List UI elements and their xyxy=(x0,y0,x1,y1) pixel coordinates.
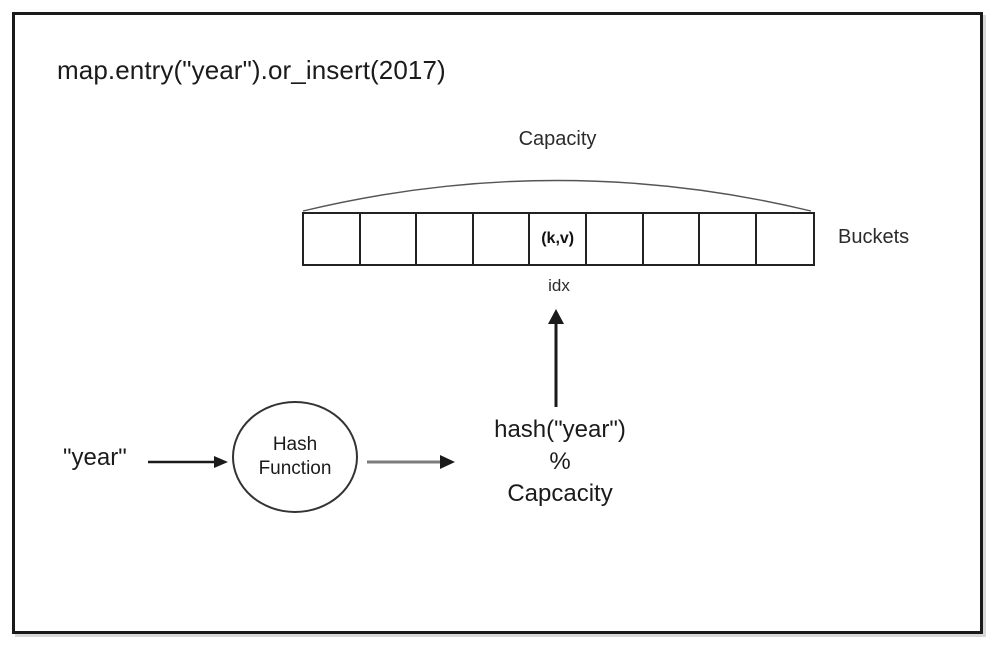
index-formula-line1: hash("year") xyxy=(494,416,626,443)
index-formula: hash("year") % Capcacity xyxy=(440,414,680,510)
input-key-label: "year" xyxy=(63,444,127,471)
hash-function-line1: Hash xyxy=(272,434,318,455)
idx-label: idx xyxy=(548,276,570,295)
index-formula-line3: Capcacity xyxy=(507,480,613,507)
bucket-cell[interactable] xyxy=(700,214,757,264)
index-formula-line2: % xyxy=(549,448,571,475)
bucket-cell[interactable] xyxy=(587,214,644,264)
bucket-cell[interactable] xyxy=(361,214,418,264)
bucket-cell[interactable] xyxy=(757,214,814,264)
page-title: map.entry("year").or_insert(2017) xyxy=(57,55,446,85)
bucket-cell[interactable] xyxy=(474,214,531,264)
bucket-cell[interactable] xyxy=(417,214,474,264)
buckets-label: Buckets xyxy=(838,226,910,248)
bucket-cell[interactable] xyxy=(644,214,701,264)
hash-function-node: Hash Function xyxy=(232,401,358,513)
bucket-cell-occupied[interactable]: (k,v) xyxy=(530,214,587,264)
capacity-label-text: Capacity xyxy=(518,128,597,150)
bucket-cell[interactable] xyxy=(304,214,361,264)
diagram-frame xyxy=(12,12,983,634)
capacity-label: Capacity xyxy=(0,128,995,151)
hash-function-line2: Function xyxy=(258,458,332,479)
bucket-array: (k,v) xyxy=(302,212,816,266)
